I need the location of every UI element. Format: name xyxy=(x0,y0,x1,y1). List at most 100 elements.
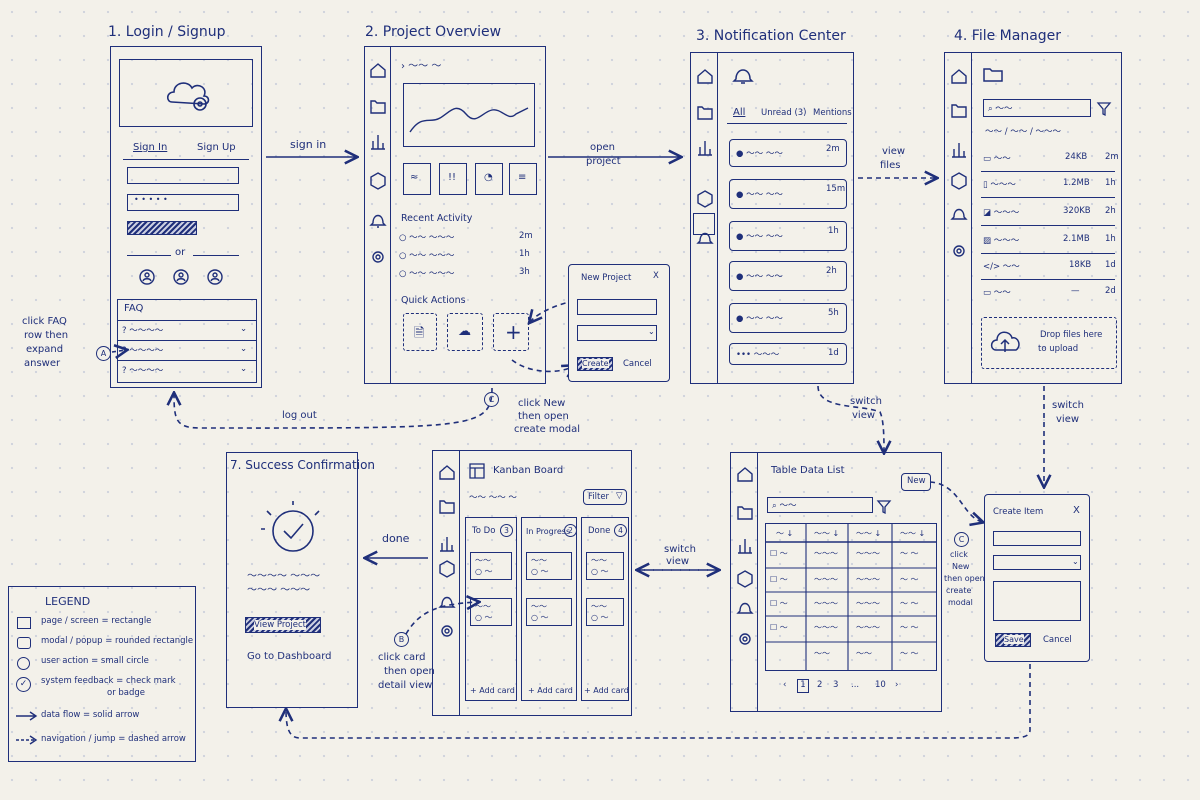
page-10[interactable]: 10 xyxy=(875,680,886,690)
notification-item[interactable]: ••• ～～～1d xyxy=(729,343,847,365)
upload-dropzone[interactable]: Drop files here to upload xyxy=(981,317,1117,369)
table-row[interactable]: ☐ ～～～～～～～～ ～ xyxy=(770,575,919,584)
tab-sign-up[interactable]: Sign Up xyxy=(197,142,236,153)
login-title: 1. Login / Signup xyxy=(108,24,226,40)
kanban-card[interactable]: ～～○ ～ xyxy=(586,552,624,580)
notif-tab-unread[interactable]: Unread (3) xyxy=(761,108,807,118)
new-note-line3: create modal xyxy=(514,424,581,435)
new-project-modal: New Project X ⌄ Create Cancel xyxy=(568,264,670,382)
add-project-action[interactable]: + xyxy=(493,313,529,351)
new-project-close[interactable]: X xyxy=(653,271,659,281)
flow-switch-view-kanban-1: switch xyxy=(664,544,696,555)
create-button[interactable]: Create xyxy=(577,357,613,371)
file-row[interactable]: ▭ ～～—2d xyxy=(983,286,1116,298)
create-item-cancel[interactable]: Cancel xyxy=(1043,635,1072,645)
table-new-button[interactable]: New xyxy=(901,473,931,491)
bell-nav-active[interactable] xyxy=(693,213,715,235)
filter-icon[interactable] xyxy=(1096,101,1112,117)
or-separator: or xyxy=(175,247,186,258)
faq-row[interactable]: ? ～～～～⌄ xyxy=(122,364,248,376)
notification-item[interactable]: ● ～～ ～～2m xyxy=(729,139,847,167)
legend-circle-swatch xyxy=(17,657,30,670)
item-type-select[interactable]: ⌄ xyxy=(993,555,1081,570)
page-3[interactable]: 3 xyxy=(833,680,839,690)
stat-card[interactable]: ◔ xyxy=(475,163,503,195)
legend-item-feedback-2: or badge xyxy=(107,688,146,698)
table-row[interactable]: ☐ ～～～～～～～～ ～ xyxy=(770,623,919,632)
stat-card[interactable]: ≡ xyxy=(509,163,537,195)
flow-view-files-1: view xyxy=(882,146,906,157)
table-row[interactable]: ～～～～～ ～ xyxy=(814,649,919,658)
files-search-input[interactable]: ⌕ ～～ xyxy=(983,99,1091,117)
flow-log-out-label: log out xyxy=(282,410,317,421)
column-done-count: 4 xyxy=(614,524,627,537)
save-button[interactable]: Save xyxy=(995,633,1031,647)
flow-switch-view-kanban-2: view xyxy=(666,556,690,567)
stat-card[interactable]: !! xyxy=(439,163,467,195)
marker-c-2: C xyxy=(954,532,969,547)
kanban-card[interactable]: ～～○ ～ xyxy=(470,552,512,580)
upload-action[interactable]: ☁ xyxy=(447,313,483,351)
flow-open-label-1: open xyxy=(590,142,615,153)
new-note2-line3: then open xyxy=(944,574,985,583)
folder-icon xyxy=(983,67,1003,83)
email-field[interactable] xyxy=(127,167,239,184)
login-screen: Sign In Sign Up • • • • • or FAQ ? ～～～～⌄… xyxy=(110,46,262,388)
notification-item[interactable]: ● ～～ ～～5h xyxy=(729,303,847,333)
tab-sign-in[interactable]: Sign In xyxy=(133,142,168,153)
table-row[interactable]: ☐ ～～～～～～～～ ～ xyxy=(770,599,919,608)
table-filter-icon[interactable] xyxy=(876,499,892,515)
notif-tab-mentions[interactable]: Mentions xyxy=(813,108,852,118)
add-card-progress[interactable]: + Add card xyxy=(528,686,573,695)
faq-heading: FAQ xyxy=(124,303,144,314)
activity-row[interactable]: ○ ～～ ～～～2m xyxy=(399,231,533,243)
go-to-dashboard-link[interactable]: Go to Dashboard xyxy=(247,651,332,662)
table-row[interactable]: ☐ ～～～～～～～～ ～ xyxy=(770,549,919,558)
notif-tab-all[interactable]: All xyxy=(733,107,746,118)
legend-title: LEGEND xyxy=(45,595,91,608)
page-prev[interactable]: ‹ xyxy=(783,680,787,690)
stat-card[interactable]: ≈ xyxy=(403,163,431,195)
page-2[interactable]: 2 xyxy=(817,680,823,690)
kanban-sidebar xyxy=(438,463,456,643)
kanban-card[interactable]: ～～○ ～ xyxy=(526,598,572,626)
kanban-filter-button[interactable]: Filter▽ xyxy=(583,489,627,505)
new-doc-action[interactable]: 🗎 xyxy=(403,313,437,351)
success-screen: ～～～～ ～～～ ～～～ ～～～ View Project Go to Dash… xyxy=(226,452,358,708)
project-name-field[interactable] xyxy=(577,299,657,315)
activity-row[interactable]: ○ ～～ ～～～3h xyxy=(399,267,530,279)
faq-section: FAQ ? ～～～～⌄ ? ～～～～⌄ ? ～～～～⌄ xyxy=(117,299,257,383)
item-name-field[interactable] xyxy=(993,531,1081,546)
faq-row[interactable]: ? ～～～～⌄ xyxy=(122,344,248,356)
page-next[interactable]: › xyxy=(895,680,899,690)
arrow-new-project-modal xyxy=(530,297,593,322)
kanban-card[interactable]: ～～○ ～ xyxy=(586,598,624,626)
add-card-done[interactable]: + Add card xyxy=(584,686,629,695)
kanban-card[interactable]: ～～○ ～ xyxy=(470,598,512,626)
faq-row[interactable]: ? ～～～～⌄ xyxy=(122,324,248,336)
sign-in-button[interactable] xyxy=(127,221,197,235)
notification-item[interactable]: ● ～～ ～～2h xyxy=(729,261,847,291)
create-item-close[interactable]: X xyxy=(1073,505,1080,516)
overview-sidebar xyxy=(369,61,387,281)
card-note-line2: then open xyxy=(384,666,435,677)
activity-row[interactable]: ○ ～～ ～～～1h xyxy=(399,249,530,261)
card-note-line1: click card xyxy=(378,652,426,663)
flow-open-label-2: project xyxy=(586,156,621,167)
password-field[interactable]: • • • • • xyxy=(127,194,239,211)
item-description-field[interactable] xyxy=(993,581,1081,621)
new-project-cancel[interactable]: Cancel xyxy=(623,359,652,369)
kanban-card[interactable]: ～～○ ～ xyxy=(526,552,572,580)
notification-item[interactable]: ● ～～ ～～1h xyxy=(729,221,847,251)
table-search-input[interactable]: ⌕ ～～ xyxy=(767,497,873,513)
add-card-todo[interactable]: + Add card xyxy=(470,686,515,695)
page-1[interactable]: 1 xyxy=(797,679,809,693)
view-project-button[interactable]: View Project xyxy=(245,617,321,633)
notification-item[interactable]: ● ～～ ～～15m xyxy=(729,179,847,209)
project-type-select[interactable]: ⌄ xyxy=(577,325,657,341)
